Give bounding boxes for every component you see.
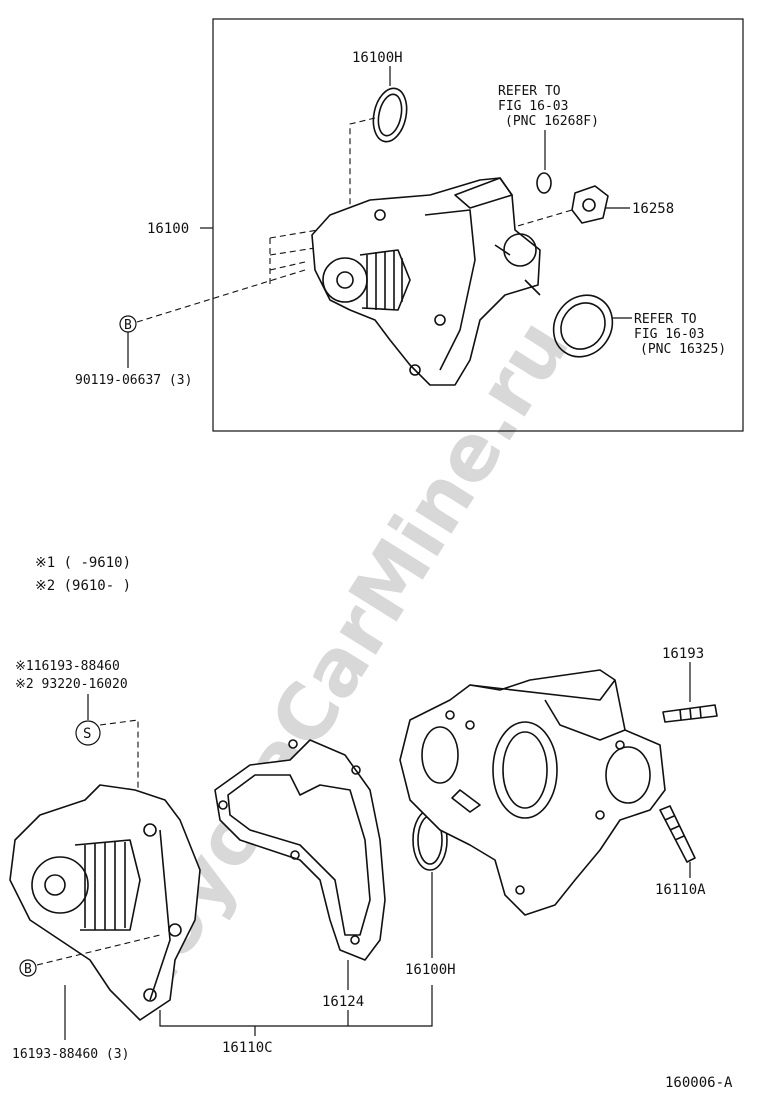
label-90119: 90119-06637 (3) [75, 373, 192, 388]
gasket-16258 [571, 185, 609, 224]
stud-bolt-16193 [662, 704, 718, 723]
label-16100: 16100 [147, 221, 189, 237]
label-16124: 16124 [322, 994, 364, 1010]
o-ring-16100h-top [372, 87, 408, 143]
bolt-b-letter-bottom: B [24, 962, 32, 977]
gasket-16124 [214, 739, 386, 961]
stud-s-symbol [75, 720, 101, 746]
bracket-16110c [159, 985, 433, 1027]
water-inlet-housing [399, 669, 666, 916]
label-16110c: 16110C [222, 1040, 273, 1056]
water-pump-bottom [9, 784, 201, 1021]
label-stud-l1: ※116193-88460 [15, 659, 120, 674]
water-pump-assembly-top [311, 177, 541, 386]
label-16100h-bottom: 16100H [405, 962, 456, 978]
bolt-b-letter-top: B [124, 318, 132, 333]
label-refer1-l1: REFER TO [498, 84, 561, 99]
note-1: ※1 ( -9610) [35, 555, 131, 571]
label-stud-l2: ※2 93220-16020 [15, 677, 128, 692]
label-refer2-l2: FIG 16-03 [634, 327, 704, 342]
note-2: ※2 (9610- ) [35, 578, 131, 594]
label-16258: 16258 [632, 201, 674, 217]
label-16110a: 16110A [655, 882, 706, 898]
stud-bolt-16110a [659, 805, 696, 863]
label-refer1-l3: (PNC 16268F) [505, 114, 599, 129]
top-frame [212, 18, 744, 432]
small-o-ring [536, 172, 552, 194]
bolt-b-symbol-bottom [19, 959, 37, 977]
figure-id: 160006-A [665, 1075, 733, 1091]
label-16100h-top: 16100H [352, 50, 403, 66]
stud-s-letter: S [83, 726, 91, 742]
label-refer2-l3: (PNC 16325) [640, 342, 726, 357]
label-16193-bolt: 16193-88460 (3) [12, 1047, 129, 1062]
label-refer2-l1: REFER TO [634, 312, 697, 327]
label-16193: 16193 [662, 646, 704, 662]
label-refer1-l2: FIG 16-03 [498, 99, 568, 114]
seal-ring-16325 [552, 294, 614, 358]
